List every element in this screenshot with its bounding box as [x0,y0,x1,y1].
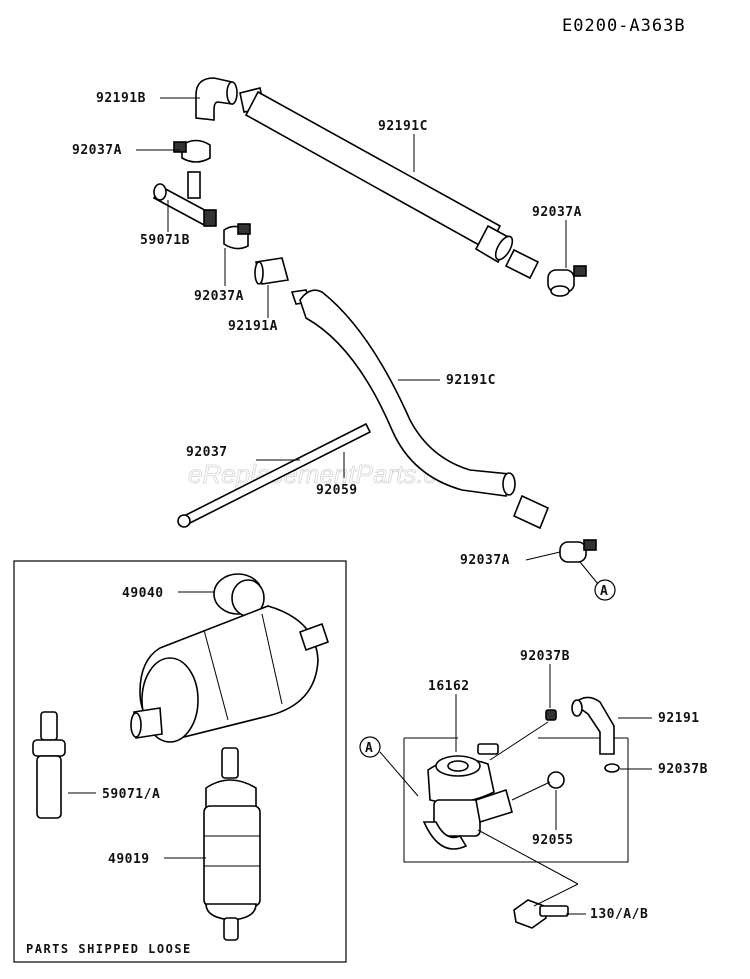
short-hose-92191a [254,257,290,285]
label-92191b: 92191B [96,91,146,106]
o-ring-92055 [547,771,565,789]
hose-clamp-92037a-middle [223,223,251,250]
label-49019: 49019 [108,852,150,867]
label-59071b: 59071B [140,233,190,248]
leader-lines [68,97,652,915]
label-130ab: 130/A/B [590,907,648,922]
label-92055: 92055 [532,833,574,848]
long-hose-92191c-top [244,90,514,264]
parts-shipped-loose-box [13,560,347,963]
label-92037a-top: 92037A [72,143,122,158]
fuel-pump-49040 [130,573,330,743]
clip-92037b-top [545,709,557,721]
label-92037b-top: 92037B [520,649,570,664]
label-92191: 92191 [658,711,700,726]
regulator-sub-box [403,738,629,863]
parts-shipped-loose-note: PARTS SHIPPED LOOSE [26,942,192,956]
fuel-regulator-16162 [422,743,513,850]
fitting-59071a [32,711,66,819]
elbow-hose-92191 [571,696,615,755]
bolt-130ab [513,899,569,929]
hose-clamp-92037a-bottom [559,539,597,563]
label-16162: 16162 [428,679,470,694]
label-92191c-curved: 92191C [446,373,496,388]
label-92037: 92037 [186,445,228,460]
label-92037a-middle: 92037A [194,289,244,304]
label-49040: 49040 [122,586,164,601]
elbow-hose-92191b [195,77,238,121]
label-92037a-right: 92037A [532,205,582,220]
label-92191a: 92191A [228,319,278,334]
hose-clamp-92037a-right [547,265,587,297]
curved-hose-92191c [299,289,516,497]
connector-sleeve-right [504,248,540,280]
label-92037a-bottom: 92037A [460,553,510,568]
ref-circle-a-left: A [359,736,381,758]
label-92191c-top: 92191C [378,119,428,134]
label-92037b-right: 92037B [658,762,708,777]
svg-text:A: A [600,584,608,599]
label-59071a: 59071/A [102,787,160,802]
straight-tube-92059 [177,422,372,528]
label-92059: 92059 [316,483,358,498]
clip-92037b-right [604,763,620,773]
ref-circle-a-right: A [594,579,616,601]
fitting-59071b [152,171,217,228]
fuel-filter-49019 [203,747,261,941]
diagram-code: E0200-A363B [562,16,686,36]
svg-text:A: A [365,741,373,756]
connector-sleeve-bottom [512,494,550,530]
hose-clamp-92037a-top [173,139,211,163]
